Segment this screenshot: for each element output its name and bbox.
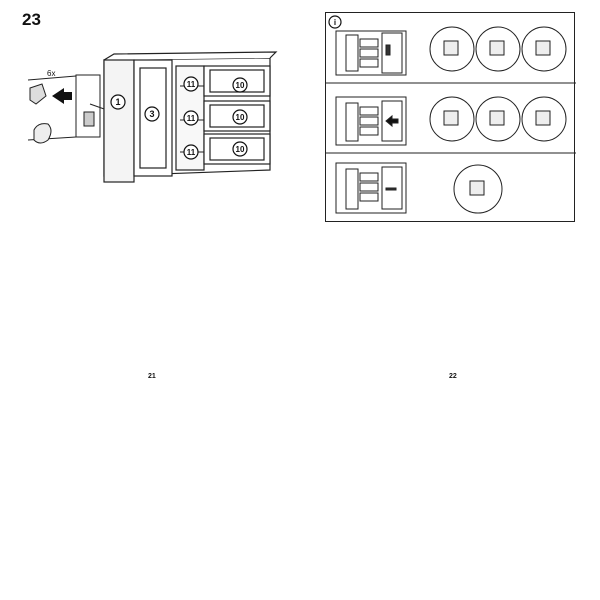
svg-text:i: i xyxy=(334,18,336,27)
cabinet-small-3 xyxy=(335,162,407,214)
callout-label: 11 xyxy=(187,114,196,123)
callout-label: 3 xyxy=(149,109,154,119)
page-number-right: 22 xyxy=(449,373,457,380)
callout-1 xyxy=(110,94,126,110)
page-number-left: 21 xyxy=(148,373,156,380)
info-illustration: i xyxy=(326,15,576,214)
info-icon xyxy=(328,15,342,29)
callout-label: 11 xyxy=(187,80,196,89)
callout-label: 1 xyxy=(115,97,120,107)
callout-label: 10 xyxy=(236,113,245,122)
cabinet-small-1 xyxy=(335,30,407,76)
hinge-detail-row-2 xyxy=(429,96,567,142)
cabinet-small-2 xyxy=(335,96,407,146)
quantity-label: 6x xyxy=(47,69,55,78)
hinge-detail-row-3 xyxy=(453,164,503,214)
callout-label: 10 xyxy=(236,81,245,90)
callout-label: 10 xyxy=(236,145,245,154)
assembly-illustration: 6x 1 3 11 11 11 10 10 10 xyxy=(27,51,278,183)
callout-label: 11 xyxy=(187,148,196,157)
hinge-detail-row-1 xyxy=(429,26,567,72)
step-number: 23 xyxy=(22,10,41,29)
hinge-inset xyxy=(27,74,125,144)
info-box: i xyxy=(325,12,576,222)
push-arrow-icon xyxy=(52,88,72,104)
